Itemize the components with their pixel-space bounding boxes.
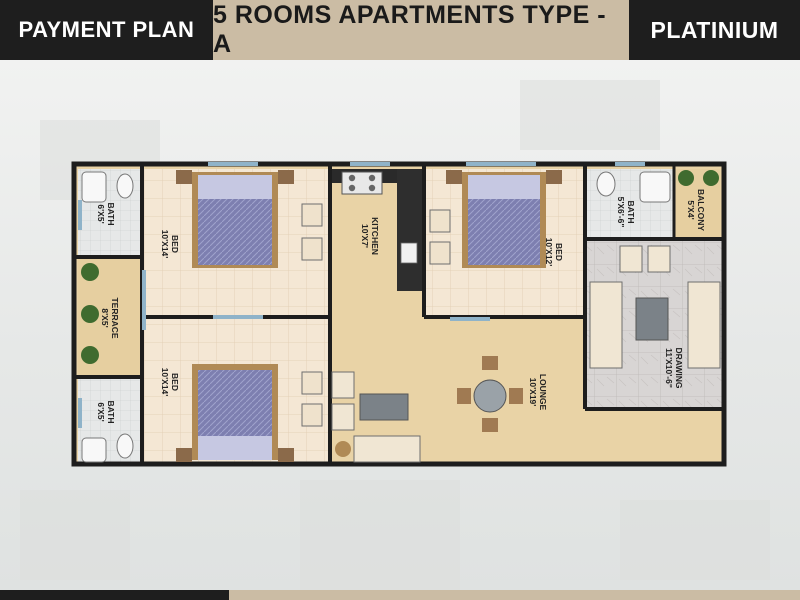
- room-label-drawing: DRAWING 11'X10'-6": [664, 347, 684, 388]
- terrace-size: 8'X5': [100, 308, 110, 327]
- category-title: PLATINIUM: [629, 0, 800, 60]
- windows: [78, 162, 645, 428]
- apartment-type-title: 5 ROOMS APARTMENTS TYPE - A: [213, 0, 629, 60]
- footer-bar-dark: [0, 590, 229, 600]
- room-label-lounge: LOUNGE 10'X19': [528, 374, 548, 411]
- room-label-bed-top-right: BED 10'X12': [544, 238, 564, 267]
- balcony-name: BALCONY: [696, 189, 706, 231]
- bed-top-right-name: BED: [554, 243, 564, 261]
- room-label-bath-top-left: BATH 6'X5': [96, 203, 116, 226]
- bed-bottom-left-name: BED: [170, 373, 180, 391]
- bath-bottom-left-name: BATH: [106, 401, 116, 424]
- bath-fixtures: [81, 171, 671, 463]
- bath-top-left-name: BATH: [106, 203, 116, 226]
- lounge-furniture: [331, 356, 523, 463]
- kitchen-name: KITCHEN: [370, 217, 380, 255]
- lounge-name: LOUNGE: [538, 374, 548, 411]
- drawing-size: 11'X10'-6": [664, 348, 674, 388]
- bed-top-left-size: 10'X14': [160, 230, 170, 259]
- sink: [400, 242, 418, 264]
- bed-top-right-size: 10'X12': [544, 238, 554, 267]
- bed-bottom-left-furniture: [176, 364, 323, 462]
- room-label-bath-top-right: BATH 5'X6'-6": [616, 197, 636, 228]
- footer-bar-tan: [229, 590, 800, 600]
- room-label-bath-bottom-left: BATH 6'X5': [96, 401, 116, 424]
- room-label-terrace: TERRACE 8'X5': [100, 297, 120, 338]
- bath-top-right-name: BATH: [626, 201, 636, 224]
- bed-top-left-name: BED: [170, 235, 180, 253]
- terrace-name: TERRACE: [110, 297, 120, 338]
- room-label-bed-bottom-left: BED 10'X14': [160, 368, 180, 397]
- bath-top-left-size: 6'X5': [96, 204, 106, 223]
- bath-top-right-size: 5'X6'-6": [616, 197, 626, 228]
- bath-bottom-left-size: 6'X5': [96, 402, 106, 421]
- lounge-size: 10'X19': [528, 378, 538, 407]
- room-label-balcony: BALCONY 5'X4': [686, 189, 706, 231]
- bed-bottom-left-size: 10'X14': [160, 368, 170, 397]
- room-label-kitchen: KITCHEN 10'X7': [360, 217, 380, 255]
- plants: [81, 170, 719, 364]
- room-label-bed-top-left: BED 10'X14': [160, 230, 180, 259]
- drawing-furniture: [589, 245, 721, 369]
- payment-plan-title: PAYMENT PLAN: [0, 0, 213, 60]
- kitchen-counter-side: [397, 169, 422, 291]
- kitchen-size: 10'X7': [360, 224, 370, 248]
- bed-top-left-furniture: [176, 170, 323, 268]
- drawing-name: DRAWING: [674, 347, 684, 388]
- stove: [341, 171, 383, 195]
- bed-top-right-furniture: [429, 170, 562, 268]
- balcony-size: 5'X4': [686, 200, 696, 219]
